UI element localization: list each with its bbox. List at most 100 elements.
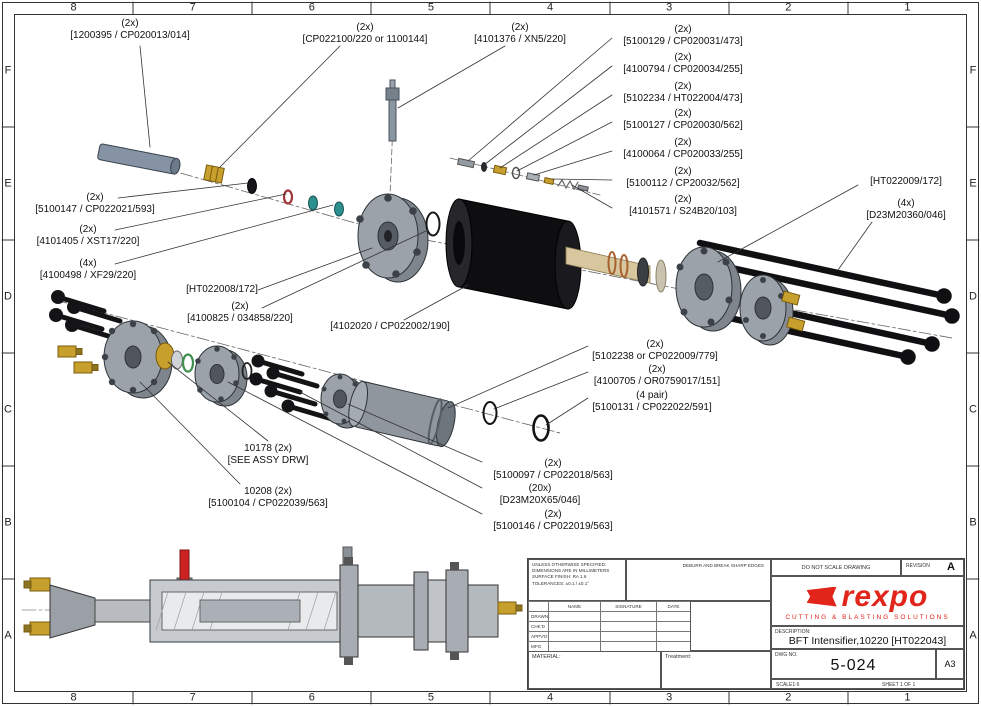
o-ring-small: [241, 362, 253, 380]
tie-rods: [686, 239, 960, 365]
part-callout: (2x)[5100127 / CP020030/562]: [623, 108, 743, 132]
grid-col-label: 2: [785, 1, 792, 14]
part-callout: (2x)[4100705 / OR0759017/151]: [594, 364, 720, 388]
callout-qty: (2x): [648, 364, 666, 375]
logo-cell: rexpo CUTTING & BLASTING SOLUTIONS: [771, 576, 964, 626]
callout-qty: (2x): [356, 22, 374, 33]
part-callout: (2x)[4101376 / XN5/220]: [474, 22, 566, 46]
grid-col-label: 7: [189, 691, 196, 704]
callout-qty: (4x): [79, 258, 97, 269]
o-ring-piston: [482, 401, 498, 425]
callout-part: [4101376 / XN5/220]: [474, 33, 566, 45]
part-callout: (4x)[D23M20360/046]: [866, 198, 946, 222]
callout-qty: (2x): [544, 458, 562, 469]
gland-nut: [203, 164, 225, 184]
end-flanges: [339, 557, 469, 665]
grid-col-label: 6: [308, 691, 315, 704]
rexpo-tagline: CUTTING & BLASTING SOLUTIONS: [785, 613, 950, 621]
callout-qty: (2x): [646, 339, 664, 350]
grid-col-label: 6: [308, 1, 315, 14]
grid-row-label: C: [969, 403, 977, 415]
table-cell-empty: [549, 612, 601, 622]
do-not-scale-text: DO NOT SCALE DRAWING: [801, 564, 871, 571]
callout-part: [4101571 / S24B20/103]: [629, 205, 737, 217]
part-callout: [4102020 / CP022002/190]: [330, 321, 450, 333]
bleed-valve: [385, 79, 400, 142]
callout-part: [5100104 / CP022039/563]: [208, 497, 328, 509]
flange-left: [101, 320, 173, 399]
assembled-view: [21, 546, 523, 665]
callout-qty: 10178 (2x): [244, 443, 292, 454]
grid-col-label: 5: [427, 1, 434, 14]
lp-cylinder: [348, 380, 456, 448]
part-callout: (2x)[4101571 / S24B20/103]: [629, 194, 737, 218]
grid-col-label: 8: [70, 691, 77, 704]
grid-col-label: 4: [547, 691, 554, 704]
spec-note-line: DIMENSIONS ARE IN MILLIMETERS: [532, 568, 610, 574]
treatment-cell: Treatment:: [661, 651, 771, 689]
callout-part: [HT022009/172]: [870, 176, 942, 187]
hp-fittings: [781, 290, 806, 332]
table-cell-empty: [657, 632, 691, 642]
callout-qty: (2x): [674, 166, 692, 177]
table-cell-empty: [601, 632, 657, 642]
callout-qty: 10208 (2x): [244, 486, 292, 497]
scale-sheet-cell: SCALE1:6 SHEET 1 OF 1: [771, 679, 964, 689]
grid-col-label: 4: [547, 1, 554, 14]
retainer-flange: [194, 345, 248, 407]
end-flange-right: [675, 246, 794, 346]
grid-col-label: 1: [904, 1, 911, 14]
table-cell-empty: [601, 612, 657, 622]
scale-value: SCALE1:6: [776, 681, 800, 688]
section-cut: [155, 591, 338, 631]
callout-qty: (2x): [231, 301, 249, 312]
revision-cell: REVISION A: [901, 559, 964, 576]
grid-row-label: E: [969, 177, 977, 189]
callout-qty: (2x): [86, 192, 104, 203]
callout-part: [4100825 / 034858/220]: [187, 312, 293, 324]
dowel-pin: [97, 143, 181, 175]
callout-part: [D23M20360/046]: [866, 209, 946, 221]
part-callout: (2x)[5102234 / HT022004/473]: [624, 81, 743, 105]
dwg-no-value: 5-024: [830, 657, 877, 674]
callout-part: [5100147 / CP022021/593]: [35, 203, 155, 215]
part-callout: [HT022009/172]: [870, 176, 942, 188]
part-callout: (2x)[CP022100/220 or 1100144]: [303, 22, 428, 46]
part-callout: (4 pair)[5100131 / CP022022/591]: [592, 390, 712, 414]
part-callout: (2x)[5100097 / CP022018/563]: [493, 458, 613, 482]
grid-row-label: B: [4, 516, 12, 528]
table-row-label-appvd: APPV'D: [529, 632, 549, 642]
callout-part: [5100112 / CP20032/562]: [626, 177, 740, 189]
callout-qty: (2x): [121, 18, 139, 29]
grid-row-label: D: [4, 290, 12, 302]
callout-part: [SEE ASSY DRW]: [227, 454, 309, 466]
hydraulic-fittings: [57, 345, 99, 374]
deburr-note-cell: DEBURR AND BREAK SHARP EDGES: [626, 559, 771, 601]
part-callout: (2x)[4101405 / XST17/220]: [37, 224, 140, 248]
callout-qty: (2x): [544, 509, 562, 520]
treatment-label: Treatment:: [665, 654, 692, 660]
material-cell: MATERIAL:: [528, 651, 661, 689]
callout-qty: (2x): [674, 137, 692, 148]
description-label: DESCRIPTION:: [775, 629, 811, 635]
callout-part: [CP022100/220 or 1100144]: [302, 33, 428, 45]
table-cell-empty: [549, 622, 601, 632]
rexpo-brand-text: rexpo: [841, 579, 929, 613]
table-cell-empty: [601, 622, 657, 632]
grid-col-label: 3: [666, 1, 673, 14]
callout-qty: (20x): [528, 483, 552, 494]
end-cap-flange: [356, 193, 429, 283]
callout-part: [4100064 / CP020033/255]: [623, 148, 743, 160]
inlet-block: [49, 584, 96, 639]
deburr-note: DEBURR AND BREAK SHARP EDGES: [682, 563, 764, 568]
callout-qty: (2x): [674, 24, 692, 35]
callout-part: [4102020 / CP022002/190]: [330, 321, 450, 332]
revision-value: A: [947, 561, 955, 573]
table-cell-empty: [657, 612, 691, 622]
callout-part: [5100097 / CP022018/563]: [493, 469, 613, 481]
callout-part: [5100131 / CP022022/591]: [592, 401, 712, 413]
seal-pair: [532, 414, 550, 442]
